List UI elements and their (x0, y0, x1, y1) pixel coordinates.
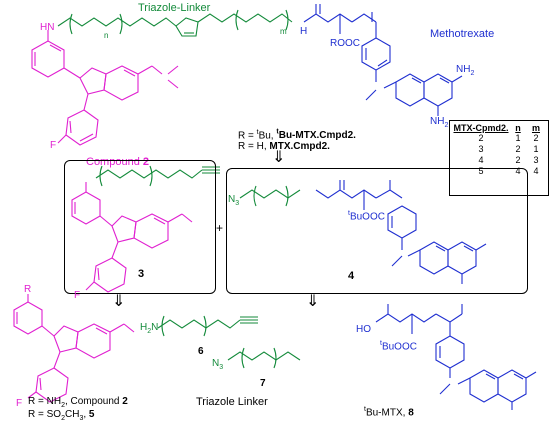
nh2-bottom-label: NH2 (430, 116, 449, 129)
mtx-cmpd2-line: R = H, MTX.Cmpd2. (238, 141, 330, 152)
compound-4-box (226, 168, 528, 294)
compound-7-structure (227, 347, 301, 369)
compound-4-number: 4 (348, 270, 355, 282)
f-atom-top: F (50, 140, 57, 151)
r-atom-label: R (24, 284, 32, 295)
tbuooc-label-4: tBuOOC (348, 210, 385, 223)
compound-2-label: Compound 2 (86, 156, 150, 168)
methotrexate-title: Methotrexate (430, 28, 495, 40)
triazole-linker-title: Triazole-Linker (138, 2, 211, 14)
triazole-linker-caption: Triazole Linker (196, 396, 268, 408)
compound-3-box (64, 160, 216, 294)
r-so2ch3-line: R = SO2CH3, 5 (28, 409, 95, 422)
nh2-top-label: NH2 (456, 64, 475, 77)
arrow-down-left: ⇓ (112, 293, 126, 310)
amide-nh-label: H (300, 26, 308, 37)
plus-sign: + (216, 221, 224, 235)
compound-3-number: 3 (138, 268, 145, 280)
tbu-mtx-8-label: tBu-MTX, 8 (364, 406, 414, 419)
arrow-down-right: ⇓ (306, 293, 320, 310)
m-subscript: m (280, 27, 287, 36)
tbu-mtx-structure (375, 304, 537, 410)
methotrexate-structure (303, 4, 463, 116)
compound-5-structure (13, 294, 135, 403)
table-header: MTX-Cpmd2. n m (453, 123, 541, 133)
compound-4-structure (239, 180, 487, 284)
r-nh2-line: R = NH2, Compound 2 (28, 396, 128, 409)
compound-7-number: 7 (260, 378, 266, 389)
tbuooc-label-8: tBuOOC (380, 340, 417, 353)
hn-label: HN (40, 22, 55, 33)
azide-label-4: N3 (228, 194, 240, 207)
f-atom-3: F (74, 290, 81, 301)
azide-label-7: N3 (212, 358, 224, 371)
compound-6-structure (157, 315, 258, 337)
compound-3-structure (71, 182, 193, 293)
rooc-label: ROOC (330, 38, 360, 49)
f-atom-5: F (16, 398, 23, 409)
tbu-mtx-cmpd2-line: R = tBu, tBu-MTX.Cmpd2. (238, 129, 356, 142)
ho-label: HO (356, 324, 371, 335)
arrow-down-top: ⇓ (272, 149, 286, 166)
n-subscript: n (104, 31, 109, 40)
compound-2-structure (31, 30, 179, 146)
h2n-label-6: H2N (140, 322, 159, 335)
triazole-linker-structure (57, 9, 293, 37)
compound-6-number: 6 (198, 346, 204, 357)
